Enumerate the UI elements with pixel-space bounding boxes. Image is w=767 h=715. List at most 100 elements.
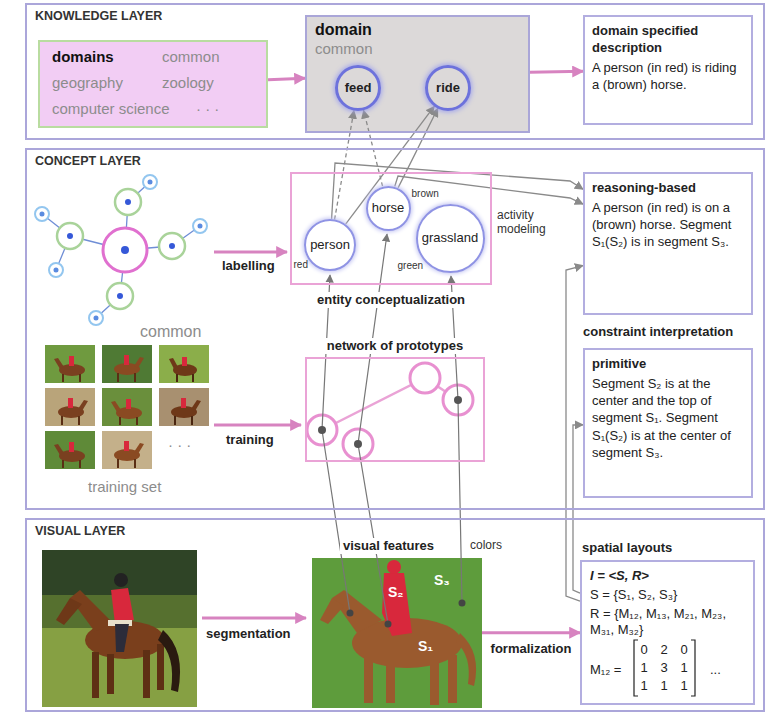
graph-dot: [121, 246, 129, 254]
connector: [530, 70, 583, 74]
reasoning-box: reasoning-basedA person (in red) is on a…: [583, 172, 753, 315]
segment-horse: [320, 598, 344, 624]
concept-circle: horsebrown: [366, 186, 411, 231]
image-ground: [159, 345, 209, 383]
horse-legs: [62, 416, 79, 425]
rider-shape: [69, 356, 74, 366]
process-label: segmentation: [206, 626, 291, 642]
feature-line: [322, 275, 350, 613]
connector: [566, 266, 583, 601]
horse-neck: [70, 590, 112, 632]
horse-shape: [134, 443, 144, 454]
concept-name: person: [310, 237, 350, 253]
domain-name: zoology: [162, 74, 214, 92]
prototype-circle: [410, 363, 440, 393]
prototype-network: [307, 363, 473, 459]
horse-legs: [175, 416, 192, 425]
rider-shape: [69, 442, 74, 452]
activity-name: ride: [436, 80, 460, 96]
concept-name: horse: [372, 200, 405, 216]
matrix-cell: 1: [678, 660, 690, 676]
matrix-cell: 1: [658, 678, 670, 694]
process-arrows: [202, 252, 306, 618]
image-ground: [45, 345, 95, 383]
horse-photo: [42, 550, 197, 707]
box-fill: [38, 40, 268, 128]
horse-shape: [78, 400, 88, 411]
matrix-cell: 0: [638, 642, 650, 658]
connector: [395, 176, 583, 204]
connector: [268, 78, 305, 79]
connector: [335, 111, 354, 220]
segment-label: S₂: [388, 584, 404, 601]
training-image: [102, 388, 152, 426]
matrix-cell: 2: [658, 642, 670, 658]
description-text: A person (in red) is riding a (brown) ho…: [592, 59, 744, 93]
feature-line: [451, 276, 462, 603]
process-label: labelling: [222, 258, 275, 274]
training-image: [159, 345, 209, 383]
process-label: constraint interpretation: [583, 324, 733, 340]
box-heading: domain specified description: [592, 22, 744, 56]
concept-circle: grasslandgreen: [416, 204, 485, 273]
segmentation-image: [312, 558, 482, 708]
horse-shape: [111, 401, 121, 412]
layer-band: VISUAL LAYERvisual featuresS₂S₁S₃spatial…: [25, 518, 765, 712]
box-heading: domains: [52, 48, 114, 66]
matrix-bracket: [634, 640, 695, 696]
horse-shape: [134, 357, 144, 368]
box-heading: network of prototypes: [324, 338, 467, 354]
rider-leg: [115, 624, 129, 652]
graph-node: [103, 228, 147, 272]
domain-name: common: [162, 48, 220, 66]
training-image: [45, 388, 95, 426]
horse-legs: [63, 460, 80, 468]
concept-graph: [35, 175, 207, 325]
segment-image: visual featuresS₂S₁S₃: [312, 558, 482, 708]
formula: R = {M₁₂, M₁₃, M₂₁, M₂₃, M₃₁, M₃₂}: [590, 606, 750, 637]
image-ground: [102, 431, 152, 469]
domain-list-box: domainscommongeographyzoologycomputer sc…: [38, 40, 268, 128]
connector: [482, 631, 580, 634]
training-image: [102, 345, 152, 383]
process-label: colors: [470, 538, 502, 552]
rider-shape: [181, 398, 186, 408]
box-fill: [305, 15, 530, 133]
feature-dot: [347, 610, 354, 617]
rider-shape: [68, 398, 73, 408]
domain-name: geography: [52, 74, 123, 92]
formula: S = {S₁, S₂, S₃}: [590, 587, 677, 603]
segment-rider: [387, 560, 401, 574]
training-images: [45, 345, 209, 469]
rider-shape: [182, 357, 187, 366]
ellipsis: · · ·: [168, 436, 191, 454]
matrix-cell: 3: [658, 660, 670, 676]
photo-ground: [42, 550, 197, 707]
layer-title: CONCEPT LAYER: [35, 154, 141, 169]
horse-head: [56, 598, 82, 625]
activity-name: feed: [345, 80, 372, 96]
layer-band: KNOWLEDGE LAYERdomainscommongeographyzoo…: [25, 3, 765, 140]
domain-box: domaincommonfeedride: [305, 15, 530, 133]
horse-legs: [118, 459, 135, 468]
box-heading: primitive: [592, 355, 744, 372]
process-arrow: [214, 251, 287, 254]
color-name: green: [398, 260, 424, 272]
feature-dot: [454, 396, 462, 404]
activity-circle: ride: [425, 65, 471, 111]
formula: M₁₂ =: [590, 662, 621, 678]
image-ground: [159, 388, 209, 426]
segment-rider: [382, 573, 412, 636]
box-heading: reasoning-based: [592, 179, 744, 196]
concept-circle: personred: [304, 219, 356, 271]
segment-label: S₁: [418, 638, 433, 655]
horse-shape: [54, 444, 64, 455]
feature-dot: [318, 426, 326, 434]
connector-group: [268, 71, 583, 632]
box-heading: entity conceptualization: [314, 292, 468, 308]
ellipsis: · · ·: [196, 100, 219, 118]
horse-tail: [158, 630, 180, 692]
horse-legs: [120, 417, 137, 425]
